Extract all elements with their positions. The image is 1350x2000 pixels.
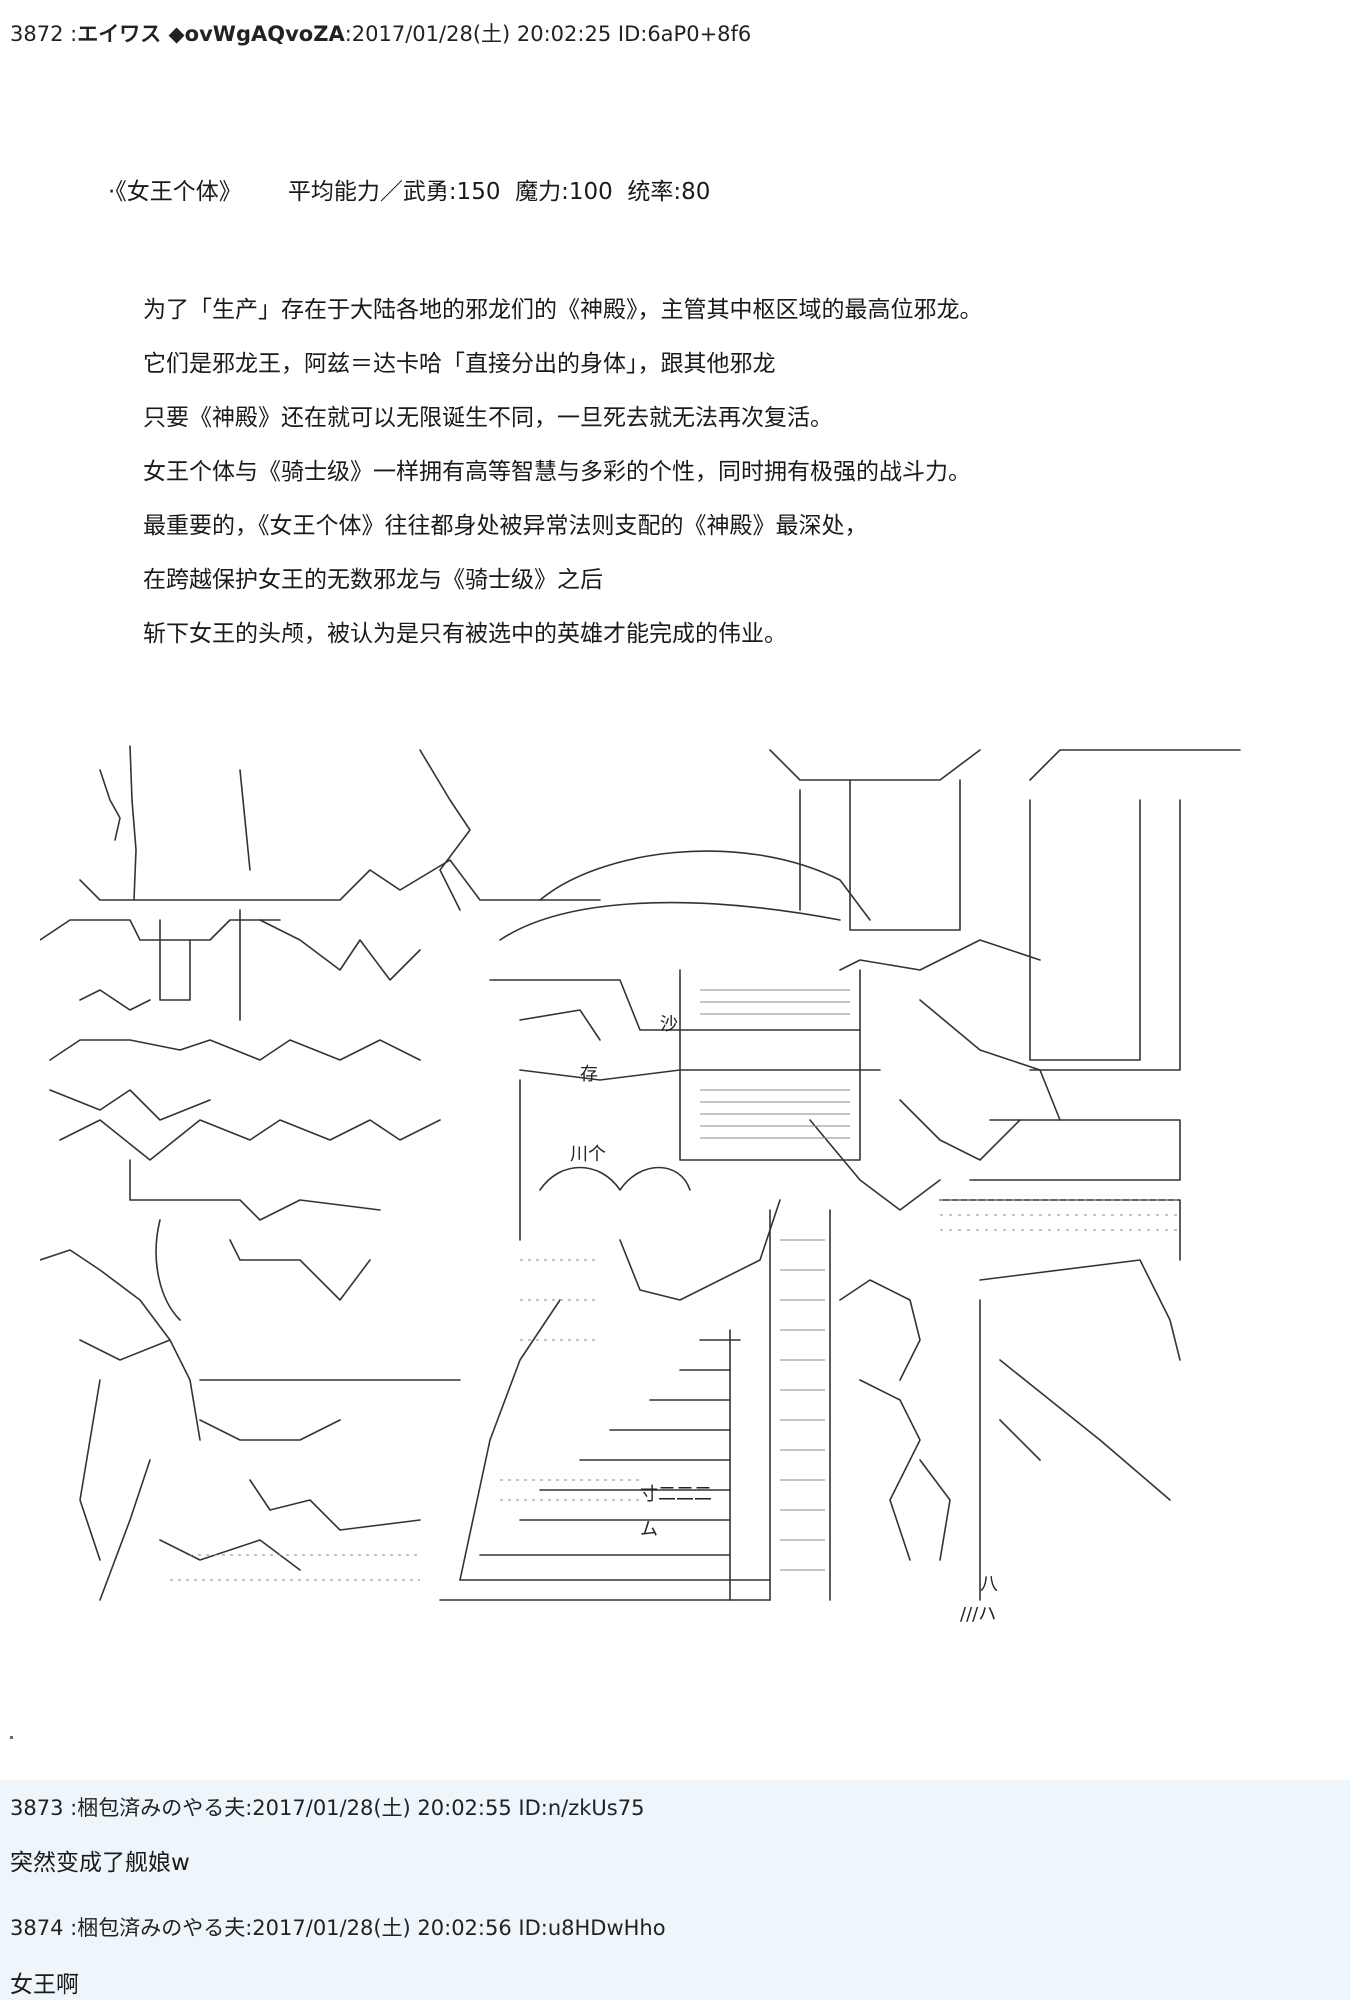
post-body: 突然变成了舰娘w	[10, 1850, 190, 1876]
art-stroke	[40, 919, 281, 941]
art-stroke	[129, 1159, 381, 1221]
art-stroke	[839, 1279, 921, 1381]
art-stroke	[249, 1479, 421, 1531]
art-stroke	[849, 779, 961, 931]
art-stroke	[969, 1119, 1181, 1181]
art-stroke	[459, 1299, 561, 1581]
post-separator: :	[63, 1916, 78, 1940]
post-3874: 3874 :梱包済みのやる夫:2017/01/28(土) 20:02:56 ID…	[0, 1900, 1350, 2000]
poster-id[interactable]: ID:6aP0+8f6	[611, 22, 752, 46]
art-stroke	[229, 1239, 371, 1301]
art-stroke	[499, 901, 841, 941]
post-number[interactable]: 3874	[10, 1916, 64, 1940]
description-paragraph: 为了「生产」存在于大陆各地的邪龙们的《神殿》，主管其中枢区域的最高位邪龙。 它们…	[143, 283, 983, 661]
poster-name: エイワス ◆ovWgAQvoZA	[77, 22, 345, 46]
art-stroke	[79, 1379, 101, 1561]
post-header: 3872 :エイワス ◆ovWgAQvoZA:2017/01/28(土) 20:…	[10, 20, 751, 48]
art-stroke	[859, 1379, 921, 1561]
dot-mark	[10, 1736, 13, 1739]
art-stroke	[99, 769, 121, 841]
art-stroke	[809, 1119, 941, 1211]
art-text: 寸二二二	[640, 1484, 712, 1505]
art-stroke	[1029, 799, 1141, 1061]
art-stroke	[999, 1359, 1171, 1501]
art-stroke	[40, 1249, 171, 1341]
description-line: 在跨越保护女王的无数邪龙与《骑士级》之后	[143, 567, 603, 593]
post-number[interactable]: 3872	[10, 22, 64, 46]
art-stroke	[1029, 799, 1181, 1071]
art-stroke	[489, 979, 861, 1031]
post-header: 3873 :梱包済みのやる夫:2017/01/28(土) 20:02:55 ID…	[10, 1794, 644, 1822]
description-line: 最重要的，《女王个体》往往都身处被异常法则支配的《神殿》最深处，	[143, 513, 868, 539]
art-stroke	[919, 1459, 951, 1561]
art-stroke	[239, 769, 251, 871]
art-text: 存	[580, 1064, 598, 1085]
post-body: 女王啊	[10, 1972, 79, 1998]
art-text: 八	[980, 1574, 998, 1595]
art-stroke	[839, 939, 1041, 971]
art-stroke	[919, 999, 1061, 1121]
stats-values: 平均能力／武勇:150 魔力:100 统率:80	[287, 179, 711, 205]
art-stroke	[979, 1259, 1161, 1301]
post-separator: :	[63, 22, 78, 46]
art-stroke	[769, 749, 981, 781]
stats-label: ·《女王个体》	[108, 179, 242, 205]
art-stroke	[619, 1199, 781, 1301]
art-stroke	[519, 1069, 881, 1081]
poster-name: 梱包済みのやる夫	[77, 1796, 246, 1820]
post-separator: :	[63, 1796, 78, 1820]
art-text: 沙	[660, 1014, 678, 1035]
post-date: :2017/01/28(土) 20:02:56	[245, 1916, 512, 1940]
description-line: 斩下女王的头颅，被认为是只有被选中的英雄才能完成的伟业。	[143, 621, 787, 647]
post-date: :2017/01/28(土) 20:02:55	[245, 1796, 512, 1820]
description-line: 为了「生产」存在于大陆各地的邪龙们的《神殿》，主管其中枢区域的最高位邪龙。	[143, 297, 983, 323]
art-stroke	[939, 1199, 1181, 1261]
poster-id[interactable]: ID:u8HDwHho	[511, 1916, 666, 1940]
art-text: ///ハ	[960, 1604, 996, 1625]
art-stroke	[259, 919, 421, 981]
post-header: 3874 :梱包済みのやる夫:2017/01/28(土) 20:02:56 ID…	[10, 1914, 666, 1942]
art-stroke	[49, 1089, 211, 1121]
post-number[interactable]: 3873	[10, 1796, 64, 1820]
post-3872: 3872 :エイワス ◆ovWgAQvoZA:2017/01/28(土) 20:…	[10, 20, 1280, 1739]
stats-line: ·《女王个体》 平均能力／武勇:150 魔力:100 统率:80	[108, 176, 710, 208]
art-hatching	[170, 989, 1180, 1581]
art-stroke	[1029, 749, 1241, 781]
art-stroke	[159, 919, 191, 1001]
art-stroke	[999, 1419, 1041, 1461]
art-stroke	[899, 1099, 1021, 1161]
art-stroke	[419, 749, 471, 911]
description-line: 它们是邪龙王，阿兹＝达卡哈「直接分出的身体」，跟其他邪龙	[143, 351, 776, 377]
description-line: 只要《神殿》还在就可以无限诞生不同，一旦死去就无法再次复活。	[143, 405, 833, 431]
art-text: 川个	[570, 1144, 606, 1165]
description-line: 女王个体与《骑士级》一样拥有高等智慧与多彩的个性，同时拥有极强的战斗力。	[143, 459, 971, 485]
art-stroke	[679, 969, 861, 1161]
art-text: ム	[640, 1519, 658, 1540]
poster-name: 梱包済みのやる夫	[77, 1916, 246, 1940]
ascii-art-illustration: 川个 存 沙 八 ム 寸二二二 ///ハ	[40, 740, 1280, 1640]
art-stroke	[99, 1459, 151, 1601]
art-stroke	[79, 859, 601, 901]
art-stroke	[129, 745, 137, 901]
ascii-art-drawing: 川个 存 沙 八 ム 寸二二二 ///ハ	[40, 745, 1241, 1625]
art-stroke	[49, 1039, 421, 1061]
art-stroke	[155, 1219, 181, 1321]
art-stroke	[199, 1419, 341, 1441]
art-stroke	[79, 1339, 201, 1441]
art-text-group: 川个 存 沙 八 ム 寸二二二 ///ハ	[570, 1014, 998, 1625]
art-stroke	[1159, 1299, 1181, 1361]
art-stroke	[539, 1166, 691, 1191]
post-3873: 3873 :梱包済みのやる夫:2017/01/28(土) 20:02:55 ID…	[0, 1780, 1350, 1900]
art-stroke	[79, 989, 151, 1011]
art-stroke	[59, 1119, 441, 1161]
art-stroke	[539, 850, 871, 921]
art-stroke	[519, 1009, 601, 1041]
poster-id[interactable]: ID:n/zkUs75	[511, 1796, 645, 1820]
post-date: :2017/01/28(土) 20:02:25	[344, 22, 612, 46]
